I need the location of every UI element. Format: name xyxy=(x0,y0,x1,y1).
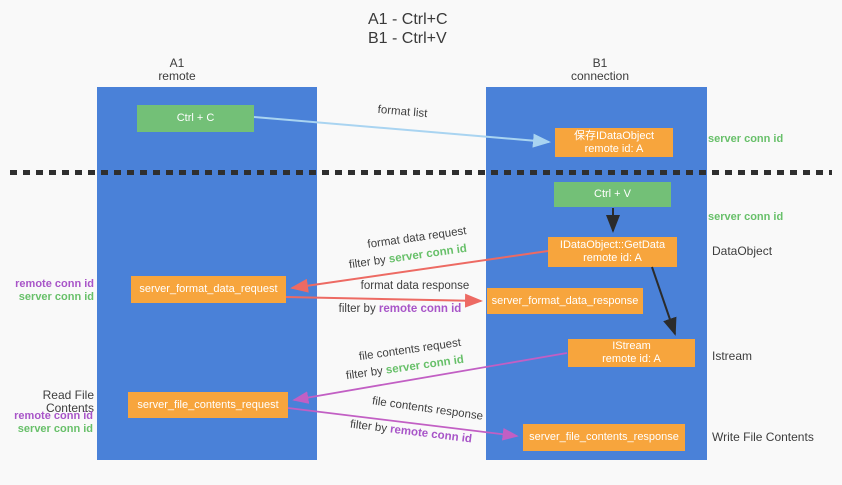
node-save-idataobject-line1: 保存IDataObject xyxy=(573,129,655,142)
title-line-1: A1 - Ctrl+C xyxy=(368,11,448,28)
filter-value-remote-conn-2: remote conn id xyxy=(389,423,473,446)
label-left-conn-ids-top: remote conn id server conn id xyxy=(0,278,94,304)
title-line-2: B1 - Ctrl+V xyxy=(368,30,447,47)
node-save-idataobject: 保存IDataObject remote id: A xyxy=(555,128,673,157)
node-file-response-label: server_file_contents_response xyxy=(529,431,679,443)
filter-by-text-2: filter by xyxy=(338,303,379,315)
node-server-file-contents-response: server_file_contents_response xyxy=(523,424,685,451)
node-ctrl-v: Ctrl + V xyxy=(554,182,671,207)
filter-by-text-4: filter by xyxy=(349,418,391,436)
column-b1-name: B1 xyxy=(592,56,608,70)
label-istream: Istream xyxy=(712,349,753,363)
node-istream-line1: IStream xyxy=(612,340,651,352)
label-server-conn-id-mid: server conn id xyxy=(708,211,784,223)
label-read-file-contents: Read File Contents xyxy=(42,388,94,415)
label-server-conn-id-left-2: server conn id xyxy=(17,423,93,435)
filter-by-text-3: filter by xyxy=(345,364,387,383)
label-format-list: format list xyxy=(377,103,428,121)
node-ctrl-c-label: Ctrl + C xyxy=(176,112,215,124)
node-getdata-line2: remote id: A xyxy=(583,252,642,264)
node-server-file-contents-request: server_file_contents_request xyxy=(128,392,288,418)
filter-value-remote-conn-1: remote conn id xyxy=(378,303,462,315)
label-dataobject: DataObject xyxy=(712,244,773,258)
node-istream-line2: remote id: A xyxy=(602,353,661,365)
node-getdata-line1: IDataObject::GetData xyxy=(559,239,666,251)
label-file-contents-response: file contents response xyxy=(371,395,484,423)
node-file-request-label: server_file_contents_request xyxy=(137,398,279,411)
column-header-b1: B1 connection xyxy=(540,57,660,83)
label-format-data-response: format data response xyxy=(360,280,470,292)
label-server-conn-id-left-1: server conn id xyxy=(18,291,94,303)
node-idataobject-getdata: IDataObject::GetData remote id: A xyxy=(548,237,677,267)
column-a1-subtitle: remote xyxy=(158,69,196,83)
column-header-a1: A1 remote xyxy=(117,57,237,83)
node-format-request-label: server_format_data_request xyxy=(139,283,278,295)
node-server-format-data-request: server_format_data_request xyxy=(131,276,286,303)
label-server-conn-id-top: server conn id xyxy=(708,133,784,145)
label-filter-by-remote-conn-1: filter by remote conn id xyxy=(335,303,465,315)
diagram-title: A1 - Ctrl+C B1 - Ctrl+V xyxy=(368,10,448,48)
label-remote-conn-id-2: remote conn id xyxy=(14,410,93,422)
column-a1-name: A1 xyxy=(169,56,185,70)
label-write-file-contents: Write File Contents xyxy=(712,430,814,444)
node-save-idataobject-line2: remote id: A xyxy=(584,142,644,155)
node-server-format-data-response: server_format_data_response xyxy=(487,288,643,314)
label-filter-by-remote-conn-2: filter by remote conn id xyxy=(346,418,476,446)
label-remote-conn-id-1: remote conn id xyxy=(15,278,94,290)
node-ctrl-c: Ctrl + C xyxy=(137,105,254,132)
node-format-response-label: server_format_data_response xyxy=(491,294,639,307)
label-left-conn-ids-bottom: remote conn id server conn id xyxy=(0,410,93,436)
dotted-separator-line xyxy=(10,170,832,175)
node-istream: IStream remote id: A xyxy=(568,339,695,367)
filter-by-text-1: filter by xyxy=(348,253,390,272)
column-b1-subtitle: connection xyxy=(570,69,630,83)
node-ctrl-v-label: Ctrl + V xyxy=(594,188,631,200)
